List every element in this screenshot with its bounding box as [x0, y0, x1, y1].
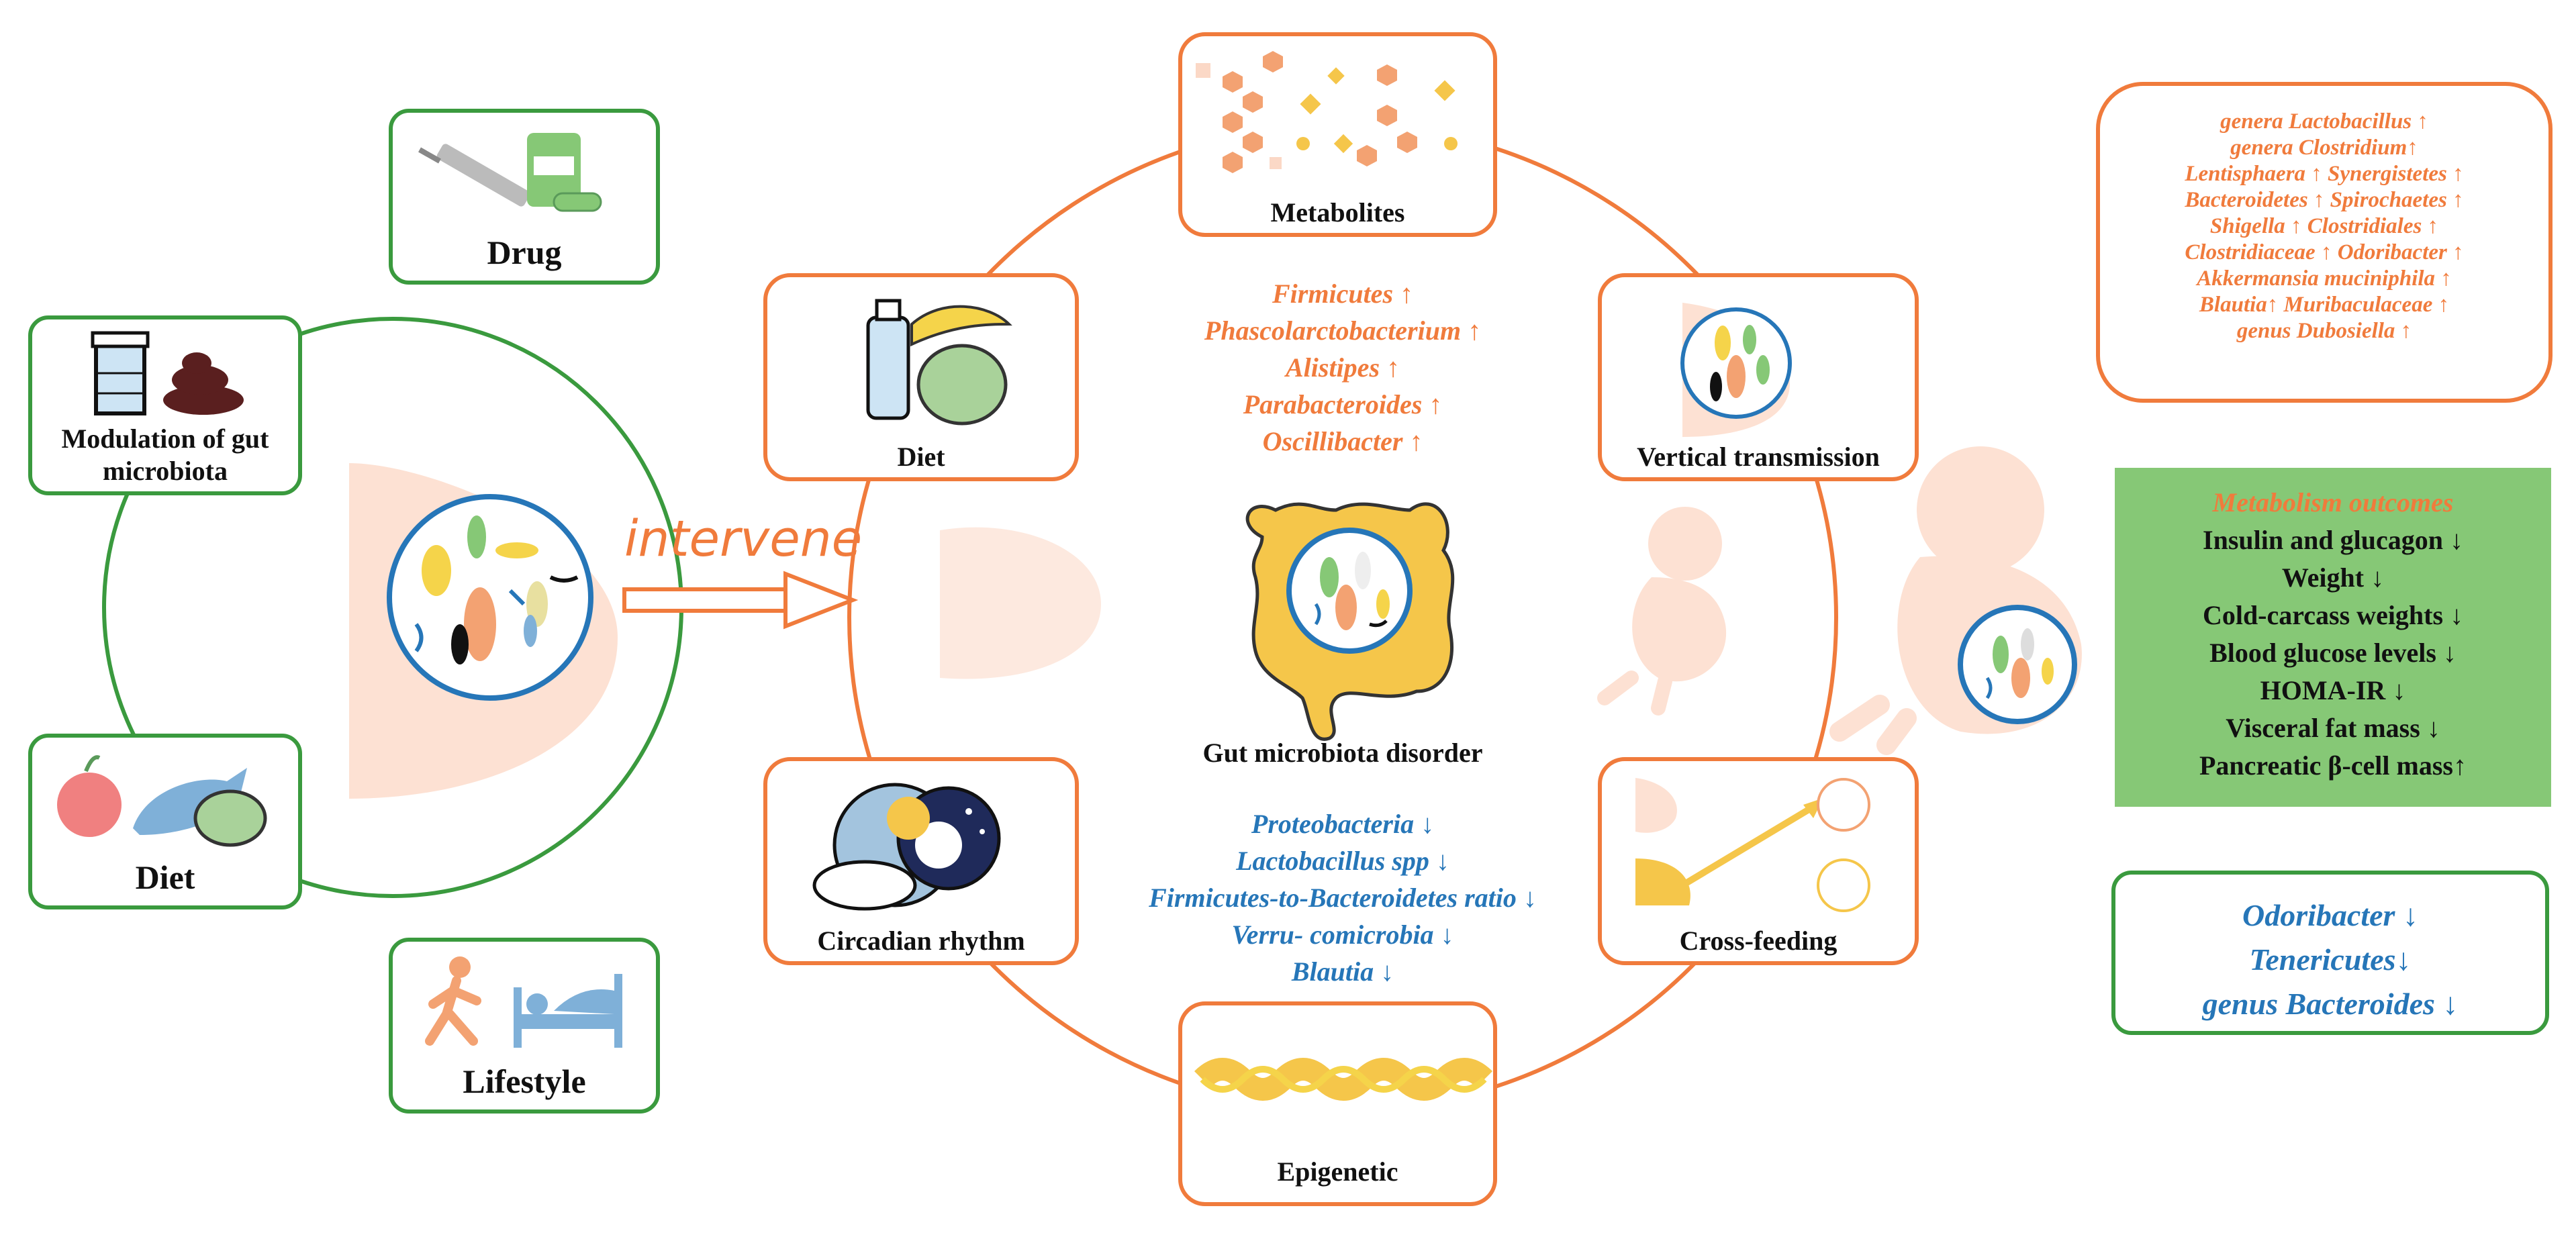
modulation-box: Modulation of gut microbiota [28, 315, 302, 495]
diet-left-box: Diet [28, 734, 302, 909]
diet-left-label: Diet [135, 858, 195, 896]
center-decreased-item: Blautia ↓ [1291, 956, 1394, 987]
intervene-arrow [622, 571, 859, 630]
metabolism-outcomes-title: Metabolism outcomes [2212, 487, 2454, 517]
metabolism-outcomes-box: Metabolism outcomes Insulin and glucagon… [2115, 468, 2551, 807]
metabolism-item: HOMA-IR ↓ [2260, 675, 2406, 705]
vertical-transmission-box: Vertical transmission [1598, 273, 1919, 481]
sun-moon-cloud-icon [812, 783, 1001, 911]
right-increased-item: Akkermansia muciniphila ↑ [2197, 266, 2452, 291]
right-increased-item: Lentisphaera ↑ Synergistetes ↑ [2185, 162, 2464, 186]
metabolites-molecules-icon [1196, 51, 1458, 173]
right-increased-item: Bacteroidetes ↑ Spirochaetes ↑ [2185, 188, 2464, 212]
drug-label: Drug [487, 234, 562, 271]
fetus-large-icon [1829, 446, 2082, 755]
metabolites-label: Metabolites [1270, 197, 1405, 228]
cross-feeding-box: Cross-feeding [1598, 757, 1919, 965]
cross-feeding-icon [1635, 778, 1870, 912]
diet-milk-fruit-icon [866, 299, 1012, 426]
metabolites-box: Metabolites [1178, 32, 1497, 237]
center-decreased-item: Proteobacteria ↓ [1251, 809, 1435, 839]
metabolism-outcomes-list: Insulin and glucagon ↓ Weight ↓ Cold-car… [2115, 522, 2551, 785]
running-sleep-icon [425, 956, 622, 1048]
pregnant-belly-microbes-icon [1680, 303, 1792, 437]
center-increased-list: Firmicutes ↑ Phascolarctobacterium ↑ Ali… [1141, 275, 1544, 460]
center-decreased-item: Verru- comicrobia ↓ [1231, 920, 1454, 950]
right-decreased-item: Odoribacter ↓ [2242, 898, 2418, 932]
right-increased-item: Clostridiaceae ↑ Odoribacter ↑ [2185, 240, 2464, 264]
modulation-label-line2: microbiota [103, 456, 228, 486]
center-decreased-list: Proteobacteria ↓ Lactobacillus spp ↓ Fir… [1088, 805, 1598, 990]
modulation-label-line1: Modulation of gut [61, 424, 269, 454]
metabolism-item: Cold-carcass weights ↓ [2202, 600, 2464, 630]
metabolism-item: Blood glucose levels ↓ [2209, 638, 2456, 668]
gut-microbiota-disorder-title: Gut microbiota disorder [1202, 738, 1483, 768]
circadian-label: Circadian rhythm [817, 926, 1025, 956]
right-decreased-list: Odoribacter ↓ Tenericutes↓ genus Bactero… [2115, 893, 2545, 1026]
syringe-pill-icon [418, 133, 602, 212]
metabolism-item: Visceral fat mass ↓ [2226, 713, 2440, 743]
metabolism-item: Pancreatic β-cell mass↑ [2199, 750, 2467, 781]
center-increased-item: Firmicutes ↑ [1272, 279, 1414, 309]
right-decreased-item: genus Bacteroides ↓ [2202, 987, 2459, 1021]
fecal-transplant-icon [91, 331, 244, 415]
metabolism-item: Insulin and glucagon ↓ [2203, 525, 2463, 555]
fetus-small-icon [1597, 507, 1727, 715]
center-increased-item: Oscillibacter ↑ [1262, 426, 1423, 456]
circadian-box: Circadian rhythm [763, 757, 1079, 965]
right-decreased-box: Odoribacter ↓ Tenericutes↓ genus Bactero… [2111, 871, 2549, 1035]
vertical-transmission-label: Vertical transmission [1637, 442, 1880, 472]
center-increased-item: Alistipes ↑ [1285, 352, 1400, 383]
epigenetic-label: Epigenetic [1277, 1156, 1398, 1187]
right-increased-list: genera Lactobacillus ↑ genera Clostridiu… [2100, 109, 2548, 344]
right-increased-item: genera Lactobacillus ↑ [2220, 109, 2428, 134]
cross-feeding-label: Cross-feeding [1679, 926, 1838, 956]
faded-belly-icon [940, 527, 1101, 679]
intervene-label: intervene [624, 510, 863, 568]
right-increased-item: genus Dubosiella ↑ [2236, 319, 2412, 343]
center-decreased-item: Lactobacillus spp ↓ [1236, 846, 1449, 876]
lifestyle-label: Lifestyle [463, 1063, 586, 1100]
right-increased-item: genera Clostridium↑ [2230, 136, 2418, 160]
epigenetic-box: Epigenetic [1178, 1001, 1497, 1206]
dna-helix-icon [1194, 1058, 1493, 1101]
lifestyle-box: Lifestyle [389, 938, 660, 1114]
diet-box: Diet [763, 273, 1079, 481]
right-increased-item: Blautia↑ Muribaculaceae ↑ [2199, 293, 2450, 317]
right-increased-box: genera Lactobacillus ↑ genera Clostridiu… [2096, 82, 2553, 403]
right-increased-item: Shigella ↑ Clostridiales ↑ [2209, 214, 2439, 238]
pregnant-belly-left-icon [349, 463, 618, 799]
metabolism-item: Weight ↓ [2281, 562, 2385, 593]
drug-box: Drug [389, 109, 660, 285]
gut-illustration [1245, 502, 1455, 741]
diet-label: Diet [897, 442, 945, 472]
center-increased-item: Parabacteroides ↑ [1243, 389, 1443, 419]
center-increased-item: Phascolarctobacterium ↑ [1204, 315, 1482, 346]
center-decreased-item: Firmicutes-to-Bacteroidetes ratio ↓ [1149, 883, 1537, 913]
right-decreased-item: Tenericutes↓ [2249, 942, 2412, 977]
apple-fish-vegetable-icon [57, 755, 267, 847]
